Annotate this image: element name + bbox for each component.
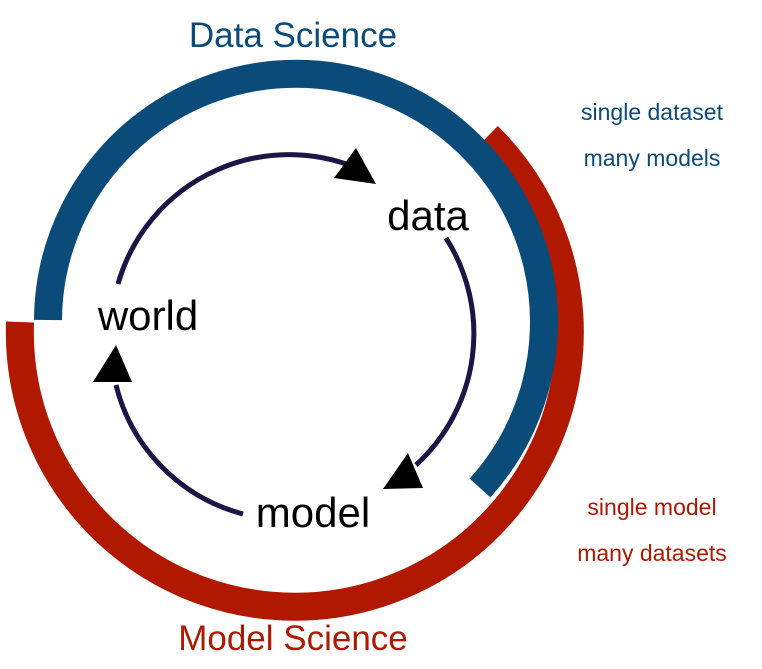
node-world-label: world <box>97 292 198 339</box>
data-science-note-line1: single dataset <box>581 99 724 125</box>
node-data-label: data <box>387 192 469 239</box>
data-science-arc <box>34 59 558 498</box>
arrow-to-world-icon <box>93 345 132 382</box>
model-science-note-line2: many datasets <box>577 540 727 566</box>
model-science-note-line1: single model <box>587 494 716 520</box>
cycle-arc-world-to-data <box>115 152 368 285</box>
data-science-title: Data Science <box>189 16 397 55</box>
cycle-arc-model-to-world <box>113 384 244 517</box>
node-model-label: model <box>256 489 370 536</box>
data-science-note-line2: many models <box>584 145 721 171</box>
cycle-arc-data-to-model <box>414 236 477 467</box>
model-science-title: Model Science <box>178 619 408 658</box>
arrow-to-model-icon <box>383 453 423 489</box>
model-science-arc <box>5 126 584 621</box>
arrow-to-data-icon <box>334 148 376 184</box>
